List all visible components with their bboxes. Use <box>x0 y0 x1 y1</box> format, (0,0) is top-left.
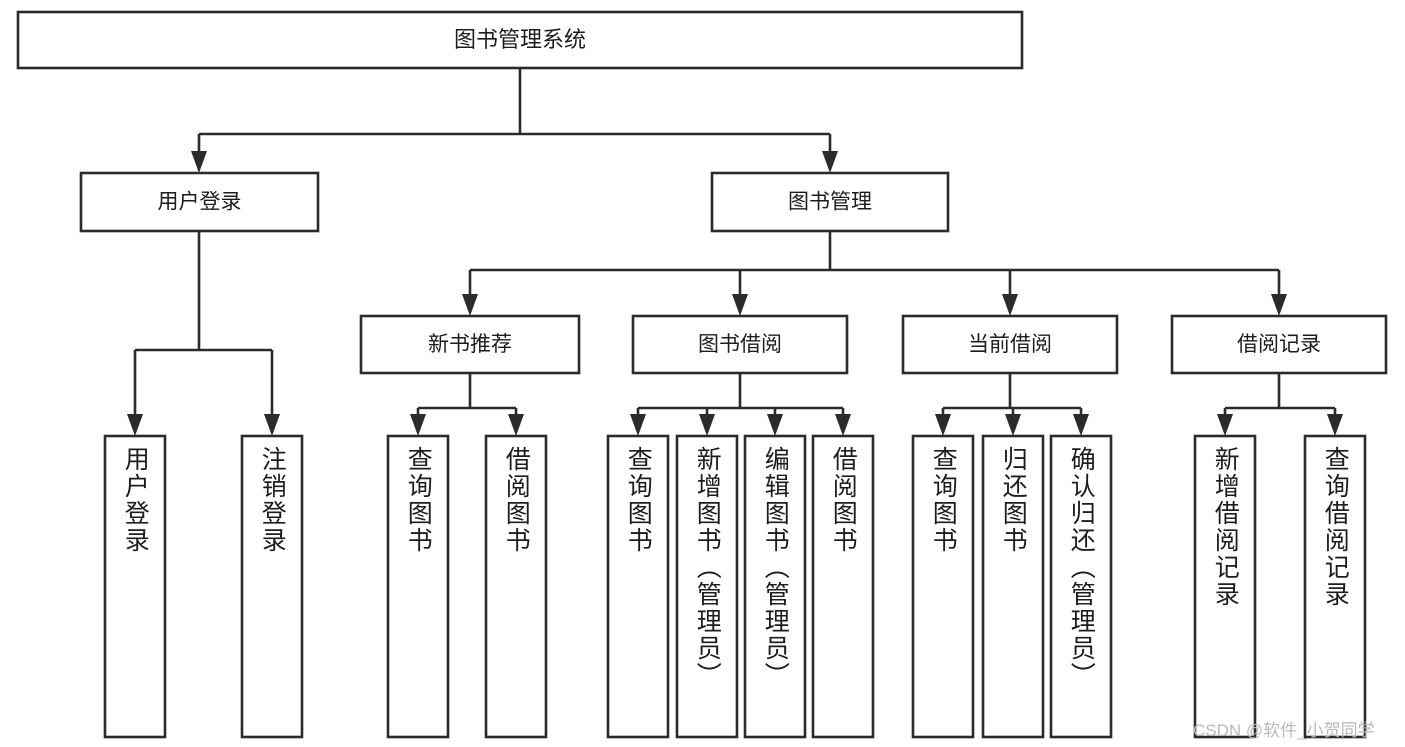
level3-node-label-1: 图书借阅 <box>698 333 782 356</box>
level2-node-label-0: 用户登录 <box>158 191 242 214</box>
level3-node-box-3[interactable] <box>1170 314 1388 375</box>
leaf-node-box-12[interactable] <box>1303 434 1367 739</box>
leaf-node-box-4[interactable] <box>606 434 670 739</box>
level3-node-box-0[interactable] <box>359 314 581 375</box>
level3-node-box-1[interactable] <box>631 314 849 375</box>
borrow-to-leaves-arrowhead-1 <box>699 414 715 436</box>
record-to-leaves-arrowhead-0 <box>1217 414 1233 436</box>
leaf-node-box-2[interactable] <box>386 434 450 739</box>
level3-node-label-2: 当前借阅 <box>968 333 1052 356</box>
leaf-node-box-8[interactable] <box>911 434 975 739</box>
leaf-node-box-9[interactable] <box>981 434 1045 739</box>
level2-to-level3-arrowhead-3 <box>1271 294 1287 316</box>
borrow-to-leaves-arrowhead-0 <box>630 414 646 436</box>
current-to-leaves-arrowhead-2 <box>1073 414 1089 436</box>
leaf-node-box-11[interactable] <box>1193 434 1257 739</box>
root-node-label: 图书管理系统 <box>454 27 586 52</box>
root-to-level2-arrowhead-0 <box>191 151 207 173</box>
borrow-to-leaves-arrowhead-2 <box>767 414 783 436</box>
level2-node-box-0[interactable] <box>79 171 320 233</box>
level2-node-label-1: 图书管理 <box>788 191 872 214</box>
level2-to-level3-arrowhead-1 <box>732 294 748 316</box>
connector-layer <box>127 68 1343 436</box>
userlogin-to-leaves-arrowhead-1 <box>264 414 280 436</box>
borrow-to-leaves-arrowhead-3 <box>835 414 851 436</box>
leaf-node-box-10[interactable] <box>1049 434 1113 739</box>
leaf-node-box-1[interactable] <box>240 434 304 739</box>
root-node-box[interactable] <box>16 10 1024 70</box>
level2-to-level3-arrowhead-0 <box>462 294 478 316</box>
leaf-node-box-3[interactable] <box>484 434 548 739</box>
level3-node-box-2[interactable] <box>901 314 1119 375</box>
leaf-node-box-5[interactable] <box>675 434 739 739</box>
node-box-layer <box>16 10 1388 739</box>
current-to-leaves-arrowhead-0 <box>935 414 951 436</box>
leaf-node-box-7[interactable] <box>811 434 875 739</box>
newbook-to-leaves-arrowhead-0 <box>410 414 426 436</box>
leaf-node-box-6[interactable] <box>743 434 807 739</box>
root-to-level2-arrowhead-1 <box>822 151 838 173</box>
level2-node-box-1[interactable] <box>710 171 950 233</box>
userlogin-to-leaves-arrowhead-0 <box>127 414 143 436</box>
level3-node-label-3: 借阅记录 <box>1237 333 1321 356</box>
level2-to-level3-arrowhead-2 <box>1002 294 1018 316</box>
leaf-node-box-0[interactable] <box>103 434 167 739</box>
level3-node-label-0: 新书推荐 <box>428 333 512 356</box>
record-to-leaves-arrowhead-1 <box>1327 414 1343 436</box>
current-to-leaves-arrowhead-1 <box>1005 414 1021 436</box>
newbook-to-leaves-arrowhead-1 <box>508 414 524 436</box>
